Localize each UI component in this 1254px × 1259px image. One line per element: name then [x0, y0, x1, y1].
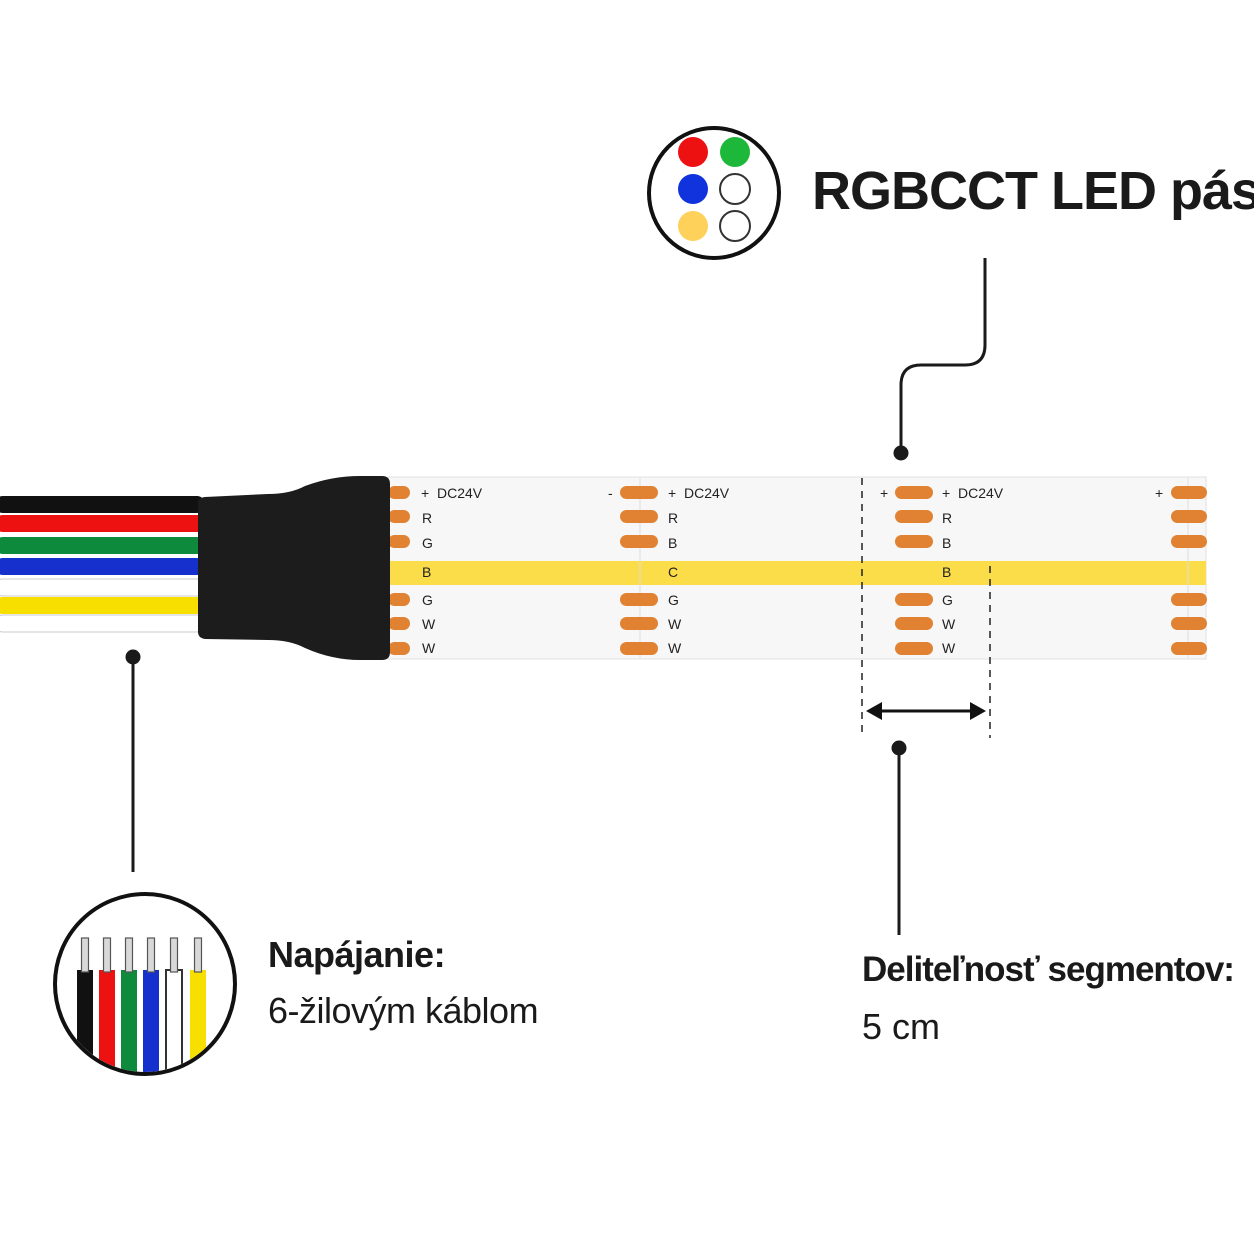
solder-pad [1171, 510, 1207, 523]
solder-pad [895, 486, 933, 499]
solder-pad [620, 593, 658, 606]
solder-pad [1171, 535, 1207, 548]
channel-label: R [422, 510, 432, 526]
icon-wire-tip [102, 937, 112, 973]
solder-pad [1171, 593, 1207, 606]
power-title: Napájanie: [268, 934, 446, 975]
channel-label: G [422, 535, 433, 551]
channel-label: B [942, 535, 951, 551]
wire-white [0, 578, 206, 597]
six-wire-cable-icon [53, 892, 237, 1076]
solder-pad [620, 642, 658, 655]
solder-pad [388, 642, 410, 655]
color-dot-green [720, 137, 750, 167]
color-dot-white [719, 210, 751, 242]
color-dot-blue [678, 174, 708, 204]
solder-pad [620, 617, 658, 630]
title-leader-line [899, 258, 987, 453]
solder-pad [895, 510, 933, 523]
channel-label: W [668, 640, 682, 656]
channel-label: B [668, 535, 677, 551]
solder-pad [388, 617, 410, 630]
segment-title: Deliteľnosť segmentov: [862, 950, 1235, 989]
channel-label: W [422, 616, 436, 632]
solder-pad [388, 535, 410, 548]
seg2-voltage: DC24V [684, 485, 730, 501]
seg3-plus-left: + [880, 485, 888, 501]
led-strip-cob-band [388, 561, 1206, 585]
solder-pad [1171, 617, 1207, 630]
segment-text: 5 cm [862, 1006, 941, 1047]
icon-wire-tip [80, 937, 90, 973]
seg2-plus: + [668, 485, 676, 501]
channel-label: G [668, 592, 679, 608]
title-leader-dot [893, 445, 909, 461]
wire-cable_green [0, 537, 205, 554]
channel-label: B [942, 564, 951, 580]
channel-label: R [942, 510, 952, 526]
seg3-plus: + [942, 485, 950, 501]
solder-pad [388, 510, 410, 523]
solder-pads [388, 486, 1207, 655]
wire-cable_yellow [0, 597, 205, 614]
icon-wire-red [99, 970, 115, 1072]
power-leader-dot [125, 649, 141, 665]
channel-label: W [422, 640, 436, 656]
color-dot-red [678, 137, 708, 167]
solder-pad [1171, 642, 1207, 655]
channel-label: W [668, 616, 682, 632]
icon-wire-cable_green [121, 970, 137, 1072]
channel-label: G [422, 592, 433, 608]
seg3-voltage: DC24V [958, 485, 1004, 501]
seg2-minus: - [608, 485, 613, 501]
seg1-plus: + [421, 485, 429, 501]
channel-label: W [942, 640, 956, 656]
wire-cable_blue [0, 558, 205, 575]
solder-pad [620, 535, 658, 548]
icon-wire-tip [124, 937, 134, 973]
icon-wire-white [165, 969, 183, 1072]
color-dot-warm [678, 211, 708, 241]
wire-white [0, 614, 206, 633]
solder-pad [895, 535, 933, 548]
cable-wires [0, 496, 206, 633]
solder-pad [388, 486, 410, 499]
solder-pad [895, 593, 933, 606]
icon-wire-cable_yellow [190, 970, 206, 1072]
solder-pad [388, 593, 410, 606]
icon-wire-cable_blue [143, 970, 159, 1072]
rgbcct-color-icon [647, 126, 781, 260]
strip-labels: + DC24V - + DC24V + + DC24V + RGBGWWRBCG… [421, 485, 1163, 656]
solder-pad [895, 617, 933, 630]
seg1-voltage: DC24V [437, 485, 483, 501]
icon-wire-tip [146, 937, 156, 973]
power-text: 6-žilovým káblom [268, 990, 539, 1031]
icon-wire-tip [169, 937, 179, 973]
seg4-plus: + [1155, 485, 1163, 501]
product-title: RGBCCT LED pás [812, 161, 1254, 221]
wire-red [0, 515, 205, 532]
channel-label: W [942, 616, 956, 632]
segment-length-marker [861, 478, 991, 738]
channel-label: G [942, 592, 953, 608]
color-dot-white [719, 173, 751, 205]
solder-pad [620, 510, 658, 523]
segment-leader-dot [891, 740, 907, 756]
channel-label: C [668, 564, 678, 580]
solder-pad [895, 642, 933, 655]
cable-connector [198, 476, 390, 660]
channel-label: R [668, 510, 678, 526]
channel-label: B [422, 564, 431, 580]
icon-wire-black [77, 970, 93, 1072]
solder-pad [1171, 486, 1207, 499]
icon-wire-tip [193, 937, 203, 973]
wire-black [0, 496, 205, 513]
solder-pad [620, 486, 658, 499]
